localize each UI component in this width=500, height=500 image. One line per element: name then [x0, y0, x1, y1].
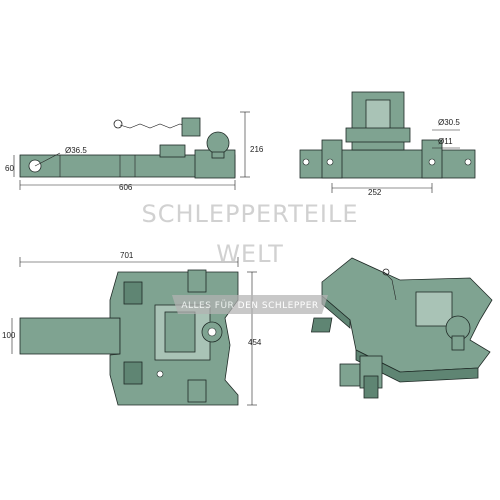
dim-top-depth: 454 — [248, 338, 262, 347]
side-view: 606 60 Ø36.5 216 — [5, 111, 264, 192]
side-view-ball-neck — [211, 151, 225, 159]
watermark-band-text: ALLES FÜR DEN SCHLEPPER — [181, 300, 318, 311]
watermark-line1: SCHLEPPERTEILE — [141, 200, 358, 228]
iso-plate-top — [321, 257, 493, 373]
dim-front-hole-small: Ø11 — [438, 137, 453, 146]
watermark-line2: WELT — [216, 240, 284, 268]
top-view-ear-lower — [187, 379, 207, 403]
front-view-tower-plate — [345, 127, 411, 143]
front-view: 252 Ø30.5 Ø11 — [299, 91, 476, 197]
watermark-logo: SCHLEPPERTEILE WELT ALLES FÜR DEN SCHLEP… — [141, 200, 358, 314]
top-view-slot-lower — [123, 361, 143, 385]
iso-coupling — [415, 291, 453, 327]
side-view-latch — [181, 117, 201, 137]
iso-latch-small — [339, 363, 361, 387]
iso-ball-neck — [451, 335, 465, 351]
iso-latch-foot — [363, 375, 379, 399]
dim-side-height-total: 216 — [250, 145, 264, 154]
top-view-tongue — [19, 317, 121, 355]
dim-side-hole: Ø36.5 — [65, 146, 87, 155]
front-view-window — [365, 99, 391, 131]
dim-front-hole-big: Ø30.5 — [438, 118, 460, 127]
dim-top-width: 701 — [120, 251, 134, 260]
dim-top-tongue: 100 — [2, 331, 16, 340]
side-view-bracket — [159, 144, 186, 158]
dim-side-height-left: 60 — [5, 164, 14, 173]
top-view-ear-upper — [187, 269, 207, 293]
dim-front-width: 252 — [368, 188, 382, 197]
side-view-ball — [206, 131, 230, 155]
top-view-coupling-inner — [164, 311, 196, 353]
top-view-slot-upper — [123, 281, 143, 305]
isometric-view — [310, 257, 493, 399]
iso-slot — [310, 317, 333, 333]
dim-side-length: 606 — [119, 183, 133, 192]
iso-plate-side — [355, 349, 479, 383]
front-view-left-cheek — [321, 139, 343, 179]
watermark-band — [172, 295, 328, 314]
top-view: 701 100 454 — [2, 251, 262, 406]
